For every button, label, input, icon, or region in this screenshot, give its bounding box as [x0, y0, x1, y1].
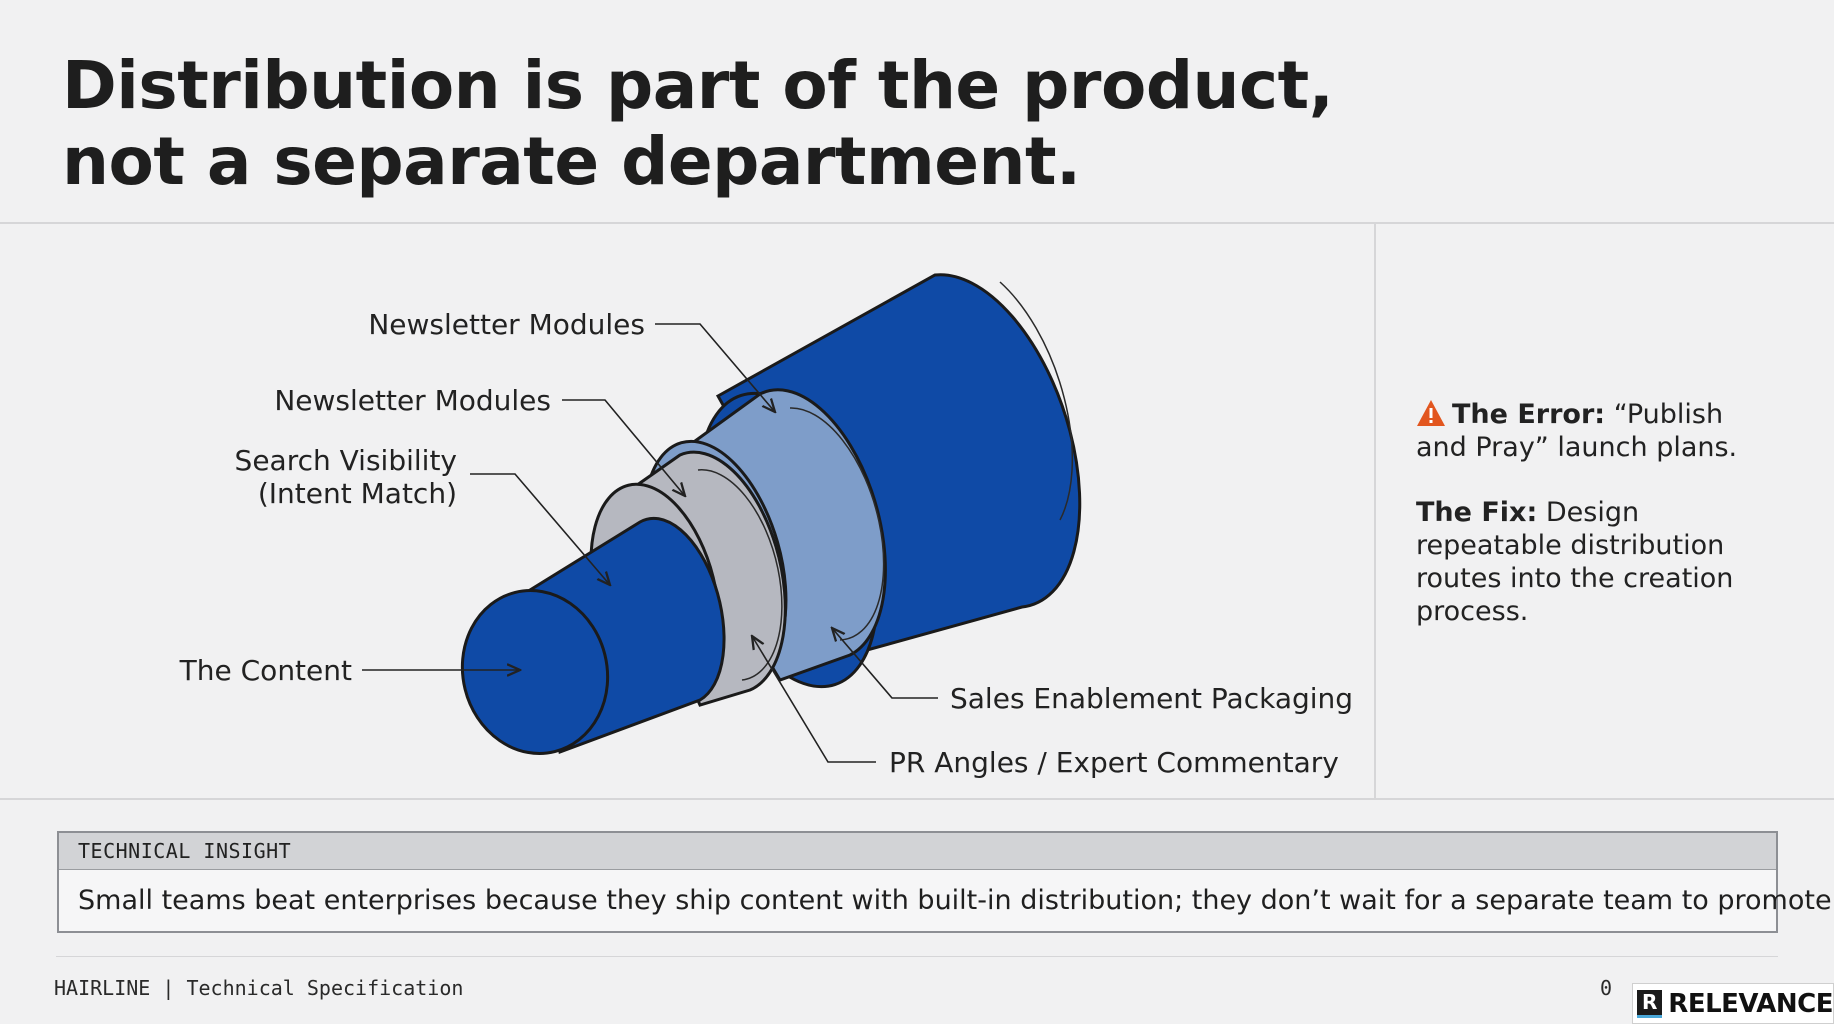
label-sales: Sales Enablement Packaging: [950, 682, 1353, 715]
title-divider: [0, 222, 1834, 224]
brand-mark-icon: R: [1637, 989, 1663, 1018]
footer-spec-label: HAIRLINE | Technical Specification: [54, 976, 464, 1000]
leader-newsletter-mid: [562, 399, 685, 496]
relevance-logo: R RELEVANCE: [1632, 983, 1834, 1024]
technical-insight-box: TECHNICAL INSIGHT Small teams beat enter…: [57, 831, 1834, 933]
layered-cylinder-diagram: Newsletter Modules Newsletter Modules Se…: [179, 273, 1353, 779]
error-label: The Error:: [1452, 399, 1606, 430]
title-line-2: not a separate department.: [62, 123, 1081, 200]
page-title: Distribution is part of the product, not…: [62, 48, 1362, 200]
callout-leaders: [362, 323, 938, 763]
error-statement: The Error: “Publish and Pray” launch pla…: [1416, 398, 1746, 464]
insight-heading: TECHNICAL INSIGHT: [59, 833, 1776, 870]
label-pr: PR Angles / Expert Commentary: [889, 746, 1339, 779]
footer-divider: [56, 956, 1778, 957]
leader-search-visibility: [470, 473, 610, 585]
error-text: “Publish and Pray” launch plans.: [1416, 399, 1738, 463]
title-line-1: Distribution is part of the product,: [62, 47, 1334, 124]
diagram-divider: [0, 798, 1834, 800]
leader-pr: [752, 636, 876, 763]
leader-sales: [832, 628, 938, 699]
warning-triangle-icon: [1417, 400, 1445, 426]
leader-newsletter-top: [655, 323, 775, 412]
layer-content-core: [460, 516, 726, 755]
label-search-line2: (Intent Match): [258, 477, 457, 510]
fix-statement: The Fix: Design repeatable distribution …: [1416, 496, 1746, 628]
fix-text: Design repeatable distribution routes in…: [1416, 497, 1734, 627]
insight-body: Small teams beat enterprises because the…: [78, 885, 1834, 916]
label-search-line1: Search Visibility: [235, 444, 457, 477]
footer-page-number: 0: [1600, 976, 1613, 1000]
error-fix-panel: The Error: “Publish and Pray” launch pla…: [1416, 398, 1746, 660]
label-newsletter-top: Newsletter Modules: [368, 308, 645, 341]
label-newsletter-mid: Newsletter Modules: [274, 384, 551, 417]
fix-label: The Fix:: [1416, 497, 1538, 528]
label-content: The Content: [179, 654, 352, 687]
panel-divider: [1374, 223, 1376, 799]
brand-name: RELEVANCE: [1668, 988, 1833, 1019]
